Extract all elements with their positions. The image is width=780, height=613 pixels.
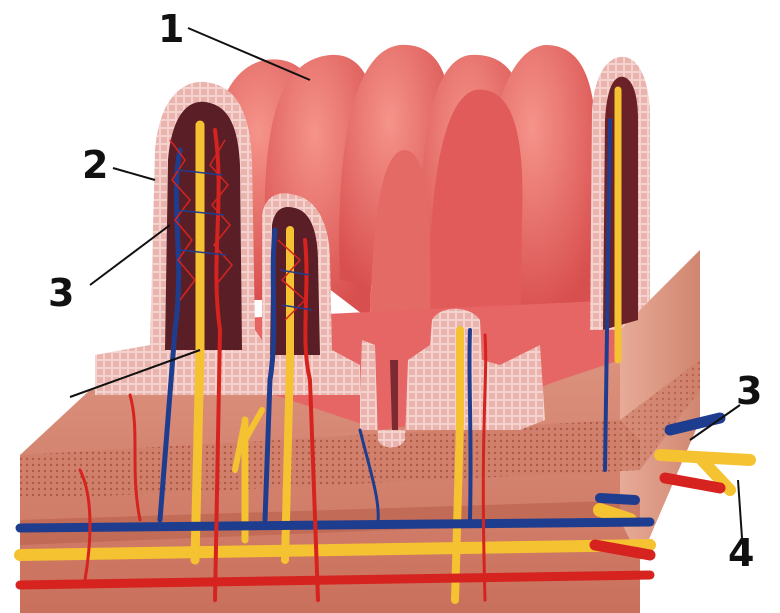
label-3-left: 3 (48, 271, 74, 315)
label-4: 4 (728, 531, 754, 575)
label-3-right: 3 (736, 369, 762, 413)
label-2: 2 (82, 143, 108, 187)
label-1: 1 (158, 7, 184, 51)
